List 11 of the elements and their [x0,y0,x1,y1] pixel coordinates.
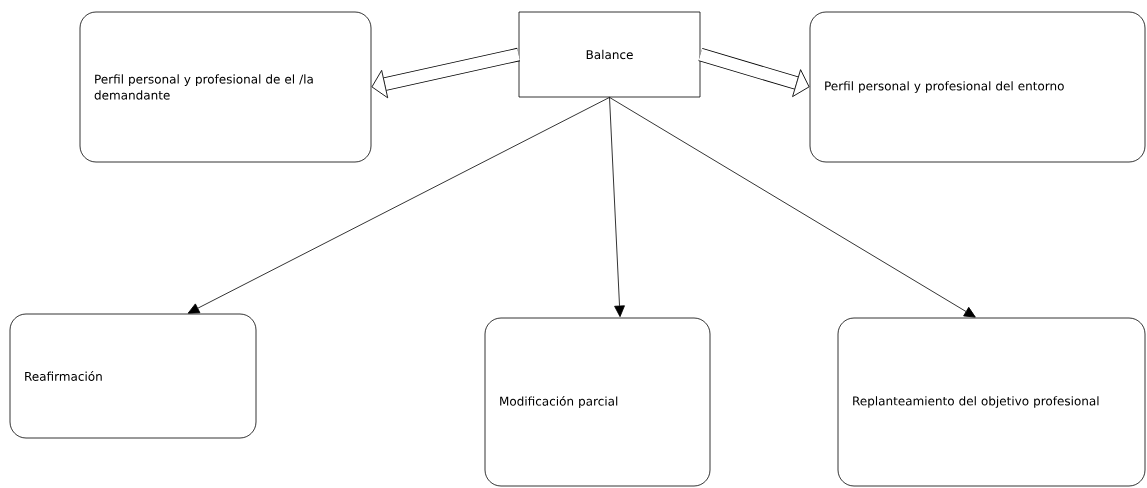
process-box: Balance [518,11,701,98]
rounded-box: Reafirmación [9,313,257,439]
arrow [609,97,976,318]
block-arrow [698,48,810,97]
arrow [609,97,625,318]
rounded-box: Modificación parcial [484,317,711,487]
rounded-box: Replanteamiento del objetivo profesional [837,317,1146,487]
arrow [187,97,610,314]
rounded-box: Perfil personal y profesional de el /la demandante [79,11,372,163]
rounded-box: Perfil personal y profesional del entorno [809,11,1146,163]
block-arrow [371,47,521,99]
